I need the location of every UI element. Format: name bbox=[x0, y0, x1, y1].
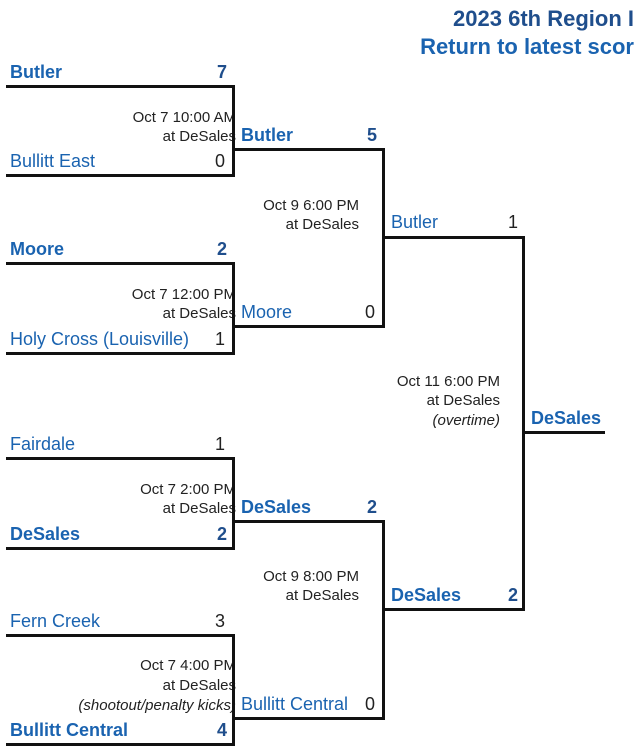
r2g2-date: Oct 9 8:00 PM bbox=[263, 568, 359, 585]
r1g2-top-line bbox=[6, 262, 235, 265]
r1g4-top-line bbox=[6, 634, 235, 637]
r1g3-top-team[interactable]: Fairdale bbox=[10, 434, 76, 454]
r1g1-venue: at DeSales bbox=[162, 128, 236, 145]
r2g2-venue: at DeSales bbox=[285, 587, 359, 604]
r1g2-venue: at DeSales bbox=[162, 305, 236, 322]
r1g3-connector bbox=[232, 457, 235, 550]
r1g1-top-team[interactable]: Butler bbox=[10, 62, 63, 82]
page-title: 2023 6th Region I bbox=[453, 6, 634, 31]
r1g4-top-team[interactable]: Fern Creek bbox=[10, 611, 101, 631]
r2g1-bottom-team[interactable]: Moore bbox=[241, 302, 293, 322]
r2g1-top-score: 5 bbox=[366, 125, 377, 145]
r1g2-date: Oct 7 12:00 PM bbox=[131, 286, 236, 303]
final-venue: at DeSales bbox=[426, 392, 500, 409]
r2g2-connector bbox=[382, 520, 385, 720]
r2g1-bottom-score: 0 bbox=[364, 302, 375, 322]
r2g2-bottom-score: 0 bbox=[364, 694, 375, 714]
r1g4-bottom-team[interactable]: Bullitt Central bbox=[10, 720, 129, 740]
r1g4-note: (shootout/penalty kicks) bbox=[78, 696, 236, 716]
r1g2-bottom-team[interactable]: Holy Cross (Louisville) bbox=[10, 329, 190, 349]
return-link-text[interactable]: Return to latest scor bbox=[420, 34, 634, 59]
r2g1-venue: at DeSales bbox=[285, 216, 359, 233]
r2g1-connector bbox=[382, 148, 385, 328]
champion-team[interactable]: DeSales bbox=[531, 408, 602, 428]
r1g1-bottom-team[interactable]: Bullitt East bbox=[10, 151, 96, 171]
r1g2-top-team[interactable]: Moore bbox=[10, 239, 64, 259]
r1g4-date: Oct 7 4:00 PM bbox=[140, 657, 236, 674]
return-to-latest-scores-link[interactable]: Return to latest scor bbox=[420, 36, 634, 58]
r2g1-bottom-line bbox=[235, 325, 385, 328]
r1g4-bottom-line bbox=[6, 743, 235, 746]
r1g3-bottom-line bbox=[6, 547, 235, 550]
r1g2-bottom-line bbox=[6, 352, 235, 355]
final-date: Oct 11 6:00 PM bbox=[396, 373, 500, 390]
r1g4-top-score: 3 bbox=[214, 611, 225, 631]
final-note-text: (overtime) bbox=[432, 412, 500, 429]
r1g1-bottom-line bbox=[6, 174, 235, 177]
r1g1-date: Oct 7 10:00 AM bbox=[132, 109, 236, 126]
r1g2-connector bbox=[232, 262, 235, 355]
r1g3-top-line bbox=[6, 457, 235, 460]
r2g2-bottom-line bbox=[235, 717, 385, 720]
final-top-line bbox=[385, 236, 525, 239]
r2g2-bottom-team[interactable]: Bullitt Central bbox=[241, 694, 349, 714]
r1g1-bottom-score: 0 bbox=[214, 151, 225, 171]
r2g1-date: Oct 9 6:00 PM bbox=[263, 197, 359, 214]
r1g4-note-text: (shootout/penalty kicks) bbox=[78, 697, 236, 714]
champion-line bbox=[525, 431, 605, 434]
r2g2-top-line bbox=[235, 520, 385, 523]
r1g3-venue: at DeSales bbox=[162, 500, 236, 517]
final-connector bbox=[522, 236, 525, 611]
r1g1-top-score: 7 bbox=[216, 62, 227, 82]
final-top-score: 1 bbox=[507, 212, 518, 232]
r1g4-venue: at DeSales bbox=[162, 677, 236, 694]
final-bottom-score: 2 bbox=[507, 585, 518, 605]
r1g1-top-line bbox=[6, 85, 235, 88]
final-bottom-line bbox=[385, 608, 525, 611]
final-note: (overtime) bbox=[432, 411, 500, 431]
r1g3-date: Oct 7 2:00 PM bbox=[140, 481, 236, 498]
r1g3-top-score: 1 bbox=[214, 434, 225, 454]
r1g3-bottom-team[interactable]: DeSales bbox=[10, 524, 81, 544]
r2g1-top-line bbox=[235, 148, 385, 151]
r1g3-bottom-score: 2 bbox=[216, 524, 227, 544]
r1g1-connector bbox=[232, 85, 235, 177]
r1g2-bottom-score: 1 bbox=[214, 329, 225, 349]
r1g4-bottom-score: 4 bbox=[216, 720, 227, 740]
r2g2-top-team[interactable]: DeSales bbox=[241, 497, 312, 517]
r1g4-connector bbox=[232, 634, 235, 746]
r2g2-top-score: 2 bbox=[366, 497, 377, 517]
final-bottom-team[interactable]: DeSales bbox=[391, 585, 462, 605]
r2g1-top-team[interactable]: Butler bbox=[241, 125, 294, 145]
r1g2-top-score: 2 bbox=[216, 239, 227, 259]
final-top-team[interactable]: Butler bbox=[391, 212, 439, 232]
